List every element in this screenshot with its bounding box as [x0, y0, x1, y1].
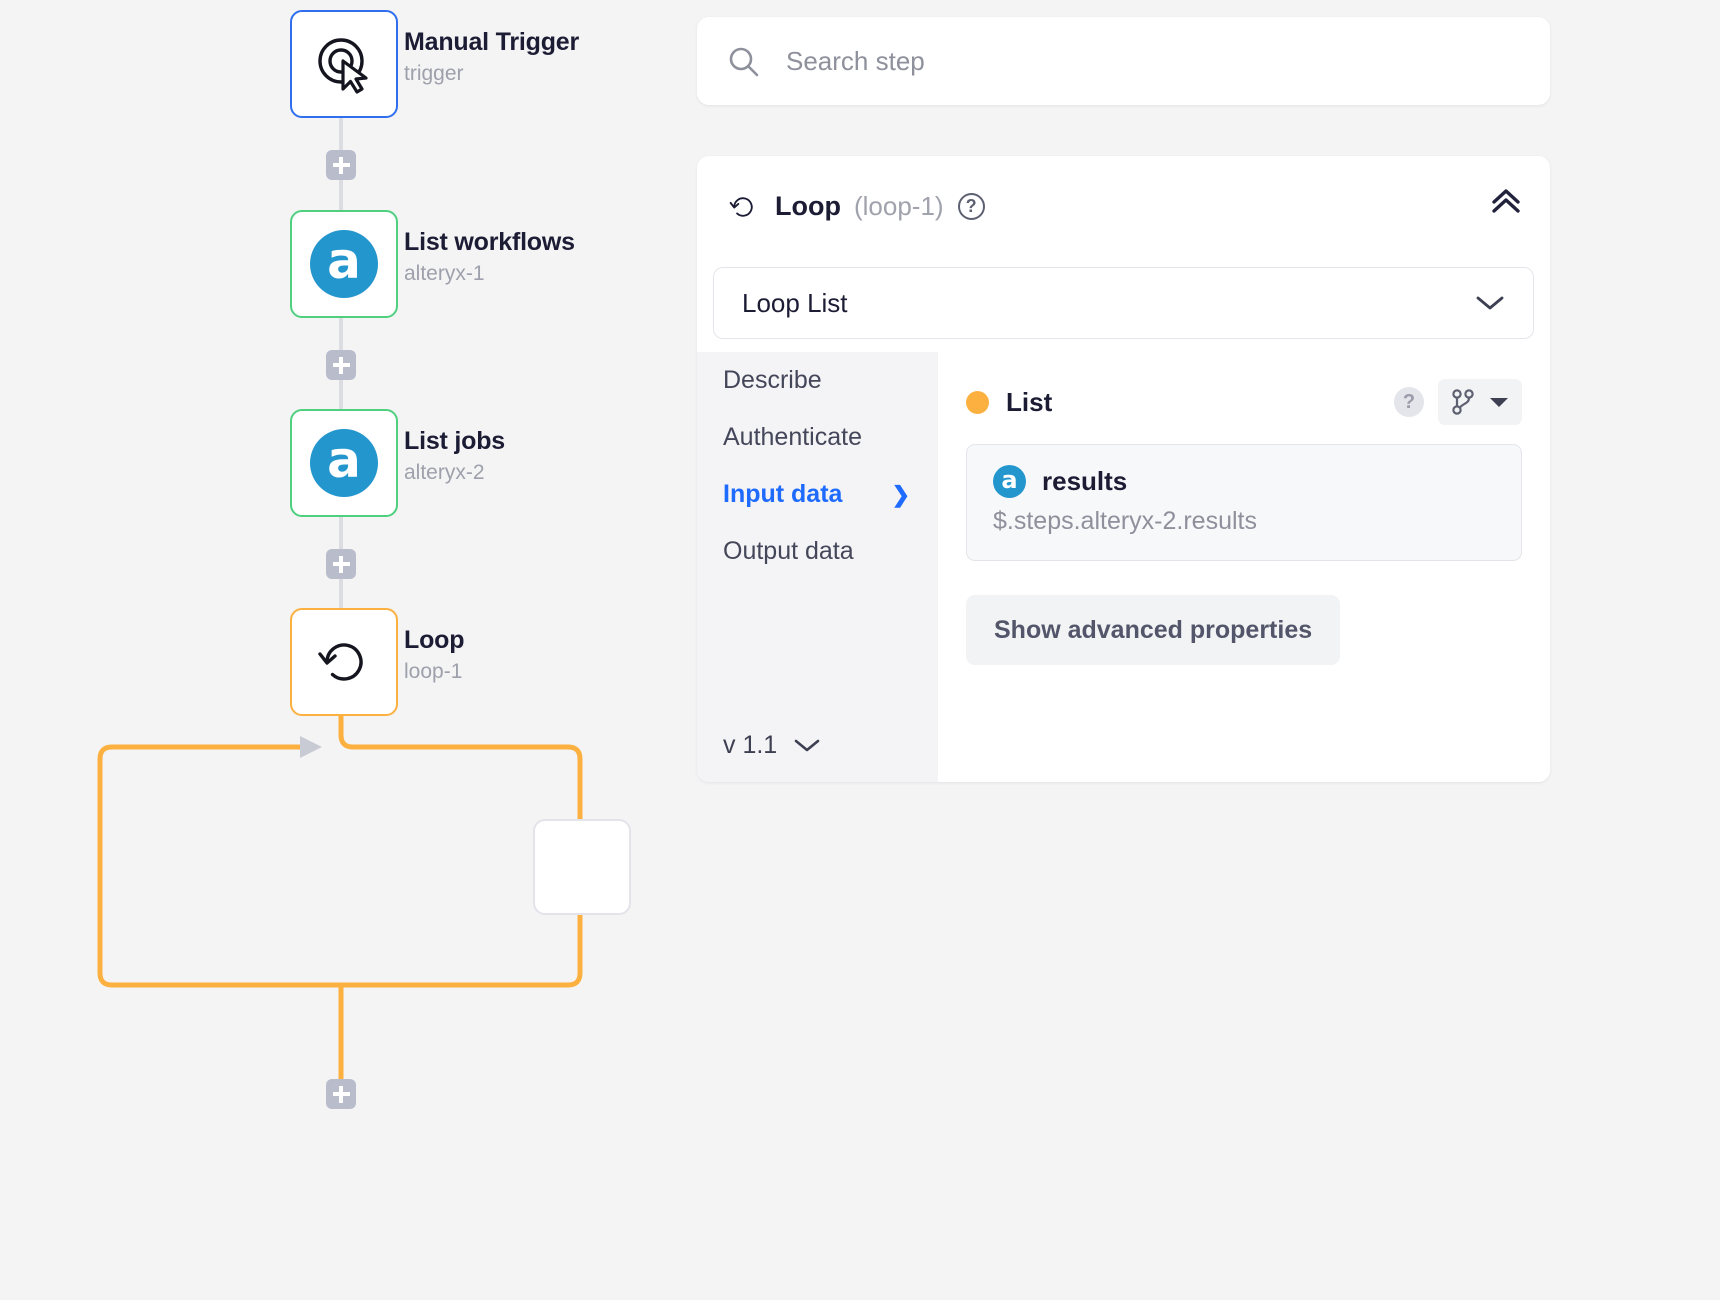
- menu-label: Output data: [723, 537, 854, 565]
- add-step-button-2[interactable]: [326, 350, 356, 380]
- menu-label: Describe: [723, 366, 822, 394]
- show-advanced-properties-button[interactable]: Show advanced properties: [966, 595, 1341, 665]
- menu-item-describe[interactable]: Describe: [697, 352, 938, 409]
- canvas-node-manual-trigger[interactable]: [290, 10, 398, 118]
- node-title: List jobs: [404, 427, 505, 455]
- help-circle-icon[interactable]: ?: [1394, 387, 1424, 417]
- add-step-button-3[interactable]: [326, 549, 356, 579]
- search-step-bar[interactable]: Search step: [697, 17, 1550, 105]
- list-field-header: List ?: [966, 379, 1522, 425]
- loop-icon: [318, 643, 363, 681]
- loop-mode-value: Loop List: [742, 287, 848, 318]
- chevron-down-icon: [794, 739, 820, 752]
- menu-item-input-data[interactable]: Input data ❯: [697, 466, 938, 523]
- field-label: List: [1006, 386, 1053, 417]
- version-label: v 1.1: [723, 731, 778, 759]
- cursor-click-icon: [318, 38, 368, 94]
- help-circle-icon[interactable]: ?: [957, 193, 985, 220]
- step-section-menu: Describe Authenticate Input data ❯ Outpu…: [697, 352, 938, 782]
- required-dot-icon: [966, 390, 989, 414]
- canvas-node-label-list-jobs: List jobs alteryx-2: [404, 427, 505, 485]
- list-value-token[interactable]: a results $.steps.alteryx-2.results: [966, 444, 1522, 561]
- caret-down-icon: [1490, 398, 1508, 407]
- token-header: a results: [993, 465, 1495, 498]
- node-subtitle: loop-1: [404, 660, 463, 683]
- mapping-mode-button[interactable]: [1438, 379, 1522, 425]
- chevron-down-icon: [1476, 296, 1504, 310]
- loop-mode-select[interactable]: Loop List: [713, 267, 1534, 339]
- canvas-node-loop[interactable]: [290, 608, 398, 716]
- chevron-right-icon: ❯: [891, 481, 910, 507]
- input-data-content: List ?: [938, 352, 1550, 782]
- add-step-button-1[interactable]: [326, 150, 356, 180]
- node-title: Manual Trigger: [404, 28, 580, 56]
- step-config-body: Describe Authenticate Input data ❯ Outpu…: [697, 352, 1550, 782]
- panel-step-id: (loop-1): [853, 191, 944, 221]
- step-config-card: Loop (loop-1) ? Loop List: [697, 156, 1550, 782]
- node-subtitle: trigger: [404, 62, 464, 85]
- alteryx-icon: a: [993, 465, 1026, 498]
- node-title: List workflows: [404, 228, 575, 256]
- search-icon: [729, 47, 759, 76]
- menu-label: Authenticate: [723, 423, 862, 451]
- canvas-node-list-workflows[interactable]: a: [290, 210, 398, 318]
- node-subtitle: alteryx-2: [404, 461, 485, 484]
- alteryx-icon: a: [310, 230, 378, 298]
- menu-label: Input data: [723, 480, 843, 508]
- canvas-node-label-manual-trigger: Manual Trigger trigger: [404, 28, 579, 86]
- node-subtitle: alteryx-1: [404, 262, 485, 285]
- search-input[interactable]: Search step: [786, 45, 925, 76]
- canvas-node-list-jobs[interactable]: a: [290, 409, 398, 517]
- node-title: Loop: [404, 626, 465, 654]
- canvas-node-placeholder[interactable]: [533, 819, 631, 915]
- token-path: $.steps.alteryx-2.results: [993, 507, 1257, 535]
- step-config-header: Loop (loop-1) ?: [697, 156, 1550, 257]
- chevron-double-up-icon[interactable]: [1488, 186, 1524, 221]
- workflow-canvas: Manual Trigger trigger a List workflows …: [0, 0, 700, 1300]
- menu-item-output-data[interactable]: Output data: [697, 523, 938, 580]
- version-selector[interactable]: v 1.1: [723, 731, 821, 760]
- token-name: results: [1042, 466, 1128, 496]
- loop-icon: [729, 196, 753, 217]
- git-branch-icon: [1452, 389, 1474, 415]
- panel-title: Loop: [775, 191, 841, 221]
- canvas-node-label-list-workflows: List workflows alteryx-1: [404, 228, 575, 286]
- add-step-button-loop-end[interactable]: [326, 1079, 356, 1109]
- menu-item-authenticate[interactable]: Authenticate: [697, 409, 938, 466]
- alteryx-icon: a: [310, 429, 378, 497]
- canvas-node-label-loop: Loop loop-1: [404, 626, 464, 684]
